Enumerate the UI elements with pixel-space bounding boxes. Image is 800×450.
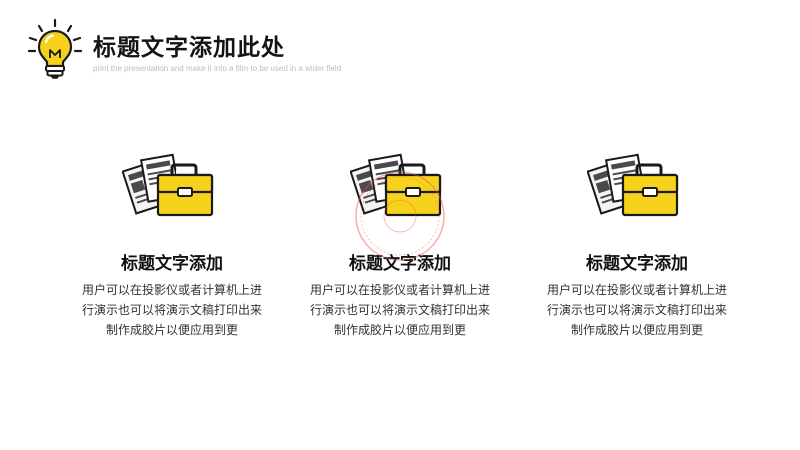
briefcase-icon xyxy=(122,153,214,217)
card-title: 标题文字添加 xyxy=(121,254,223,274)
card-description: 用户可以在投影仪或者计算机上进 行演示也可以将演示文稿打印出来 制作成胶片以便应… xyxy=(309,283,490,337)
feature-card-1: 标题文字添加 用户可以在投影仪或者计算机上进 行演示也可以将演示文稿打印出来 制… xyxy=(57,152,287,340)
watermark-stamp xyxy=(355,171,445,261)
card-title: 标题文字添加 xyxy=(586,254,688,274)
card-description: 用户可以在投影仪或者计算机上进 行演示也可以将演示文稿打印出来 制作成胶片以便应… xyxy=(81,283,262,337)
page-subtitle: print the presentation and make it into … xyxy=(93,64,342,73)
lightbulb-icon xyxy=(27,18,83,79)
feature-card-3: 标题文字添加 用户可以在投影仪或者计算机上进 行演示也可以将演示文稿打印出来 制… xyxy=(522,152,752,340)
page-title: 标题文字添加此处 xyxy=(93,35,285,61)
briefcase-icon xyxy=(587,153,679,217)
card-description: 用户可以在投影仪或者计算机上进 行演示也可以将演示文稿打印出来 制作成胶片以便应… xyxy=(546,283,727,337)
feature-card-2: 标题文字添加 用户可以在投影仪或者计算机上进 行演示也可以将演示文稿打印出来 制… xyxy=(285,152,515,340)
briefcase-icon xyxy=(350,153,442,217)
card-title: 标题文字添加 xyxy=(349,254,451,274)
